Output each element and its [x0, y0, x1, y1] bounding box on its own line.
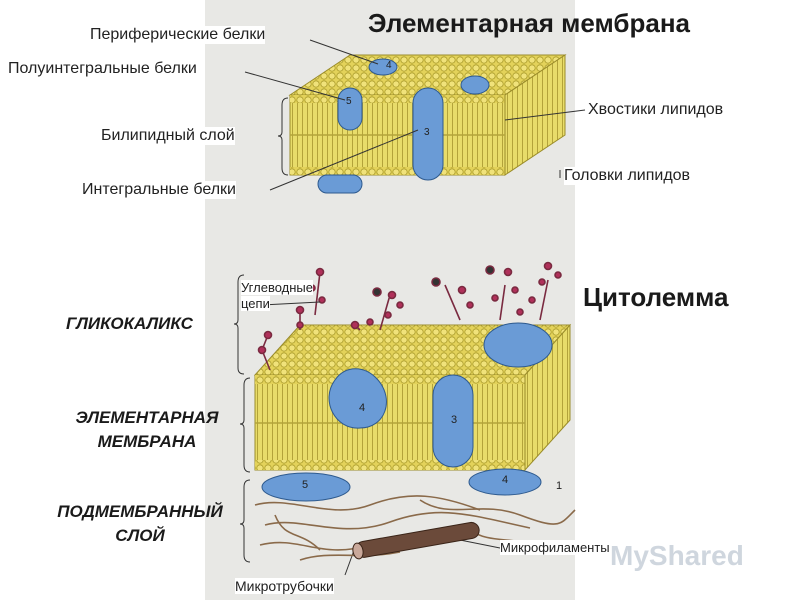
num-bottom-integral-b: 3 [451, 414, 458, 426]
microtubule [352, 521, 480, 560]
num-top-peripheral: 4 [386, 60, 392, 71]
label-microfilaments: Микрофиламенты [500, 540, 610, 555]
label-bilipid-layer: Билипидный слой [101, 127, 235, 145]
semi-integral-protein [337, 87, 363, 131]
label-lipid-tails: Хвостики липидов [588, 101, 724, 119]
num-bottom-sub-a: 5 [302, 479, 309, 491]
label-carbohydrate-chains-1: Углеводные [241, 280, 313, 295]
caption-membrane-line2: МЕМБРАНА [97, 432, 197, 451]
submembrane-protein-4 [468, 468, 542, 496]
submembrane-protein-5 [261, 472, 351, 502]
top-membrane-block [288, 54, 567, 194]
label-semi-integral-proteins: Полуинтегральные белки [8, 60, 197, 78]
integral-protein [412, 87, 444, 181]
caption-membrane-line1: ЭЛЕМЕНТАРНАЯ [75, 408, 219, 427]
bottom-peripheral-protein [317, 174, 363, 194]
carbohydrate-chains [257, 261, 562, 371]
caption-membrane: ЭЛЕМЕНТАРНАЯ МЕМБРАНА [52, 406, 242, 454]
label-peripheral-proteins: Периферические белки [90, 26, 266, 44]
title-elementary-membrane: Элементарная мембрана [368, 8, 690, 38]
integral-protein-large [328, 368, 387, 429]
title-cytolemma: Цитолемма [583, 282, 729, 312]
leader-lines-top [244, 39, 586, 191]
num-bottom-side: 1 [556, 480, 563, 492]
label-integral-proteins: Интегральные белки [82, 181, 236, 199]
bottom-membrane-block [253, 322, 572, 502]
caption-submembrane-line2: СЛОЙ [115, 526, 165, 545]
watermark: MyShared [610, 540, 744, 571]
integral-protein-long [432, 374, 474, 468]
label-microtubules: Микротрубочки [235, 578, 334, 594]
label-lipid-heads: Головки липидов [564, 167, 691, 185]
caption-submembrane-line1: ПОДМЕМБРАННЫЙ [57, 502, 223, 521]
caption-glycocalyx: ГЛИКОКАЛИКС [66, 314, 193, 333]
caption-submembrane: ПОДМЕМБРАННЫЙ СЛОЙ [40, 500, 240, 548]
peripheral-protein [368, 58, 398, 76]
num-bottom-integral-a: 4 [359, 402, 366, 414]
label-carbohydrate-chains-2: цепи [241, 296, 270, 311]
microfilaments [254, 495, 576, 561]
surface-protein [483, 322, 553, 368]
peripheral-protein-2 [460, 75, 490, 95]
num-top-integral: 3 [424, 127, 430, 138]
num-top-semi: 5 [346, 96, 352, 107]
num-bottom-sub-b: 4 [502, 474, 509, 486]
